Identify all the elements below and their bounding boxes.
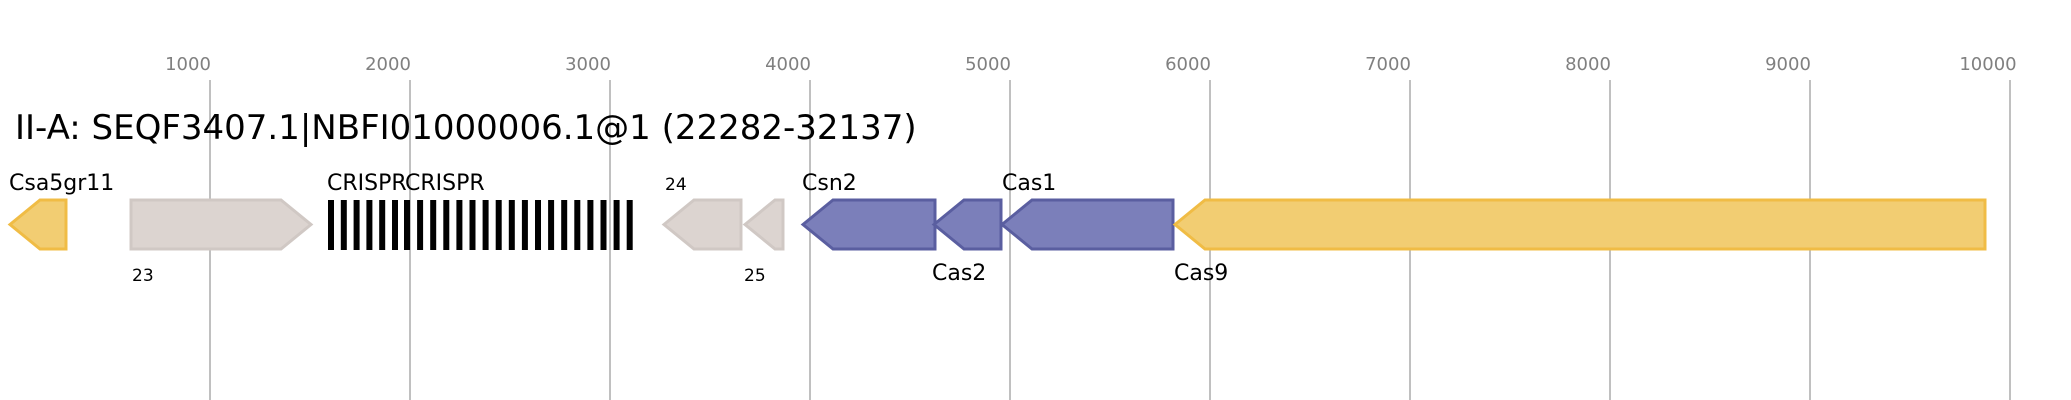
tick-label-10000: 10000 [1959, 54, 2016, 75]
tick-label-9000: 9000 [1765, 54, 1811, 75]
gene-label: 23 [132, 266, 154, 286]
gene-23: 23 [129, 198, 314, 286]
gene-label: Cas1 [1002, 171, 1056, 196]
crispr-repeat [443, 200, 450, 250]
crispr-repeat [548, 200, 555, 250]
tick-label-7000: 7000 [1365, 54, 1411, 75]
crispr-repeat [417, 200, 424, 250]
gene-25: 25 [742, 198, 785, 286]
crispr-repeat [482, 200, 489, 250]
crispr-repeat [561, 200, 568, 250]
crispr-repeat [574, 200, 581, 250]
gene-arrow [129, 198, 314, 251]
tick-label-8000: 8000 [1565, 54, 1611, 75]
crispr-array-label: CRISPR [327, 171, 407, 196]
crispr-repeat [366, 200, 373, 250]
gene-arrow [800, 198, 937, 251]
gene-label: Csn2 [802, 171, 857, 196]
gene-arrow [742, 198, 785, 251]
crispr-repeat [508, 200, 515, 250]
gene-label: Cas9 [1174, 261, 1228, 286]
crispr-repeat [587, 200, 594, 250]
gene-csn2: Csn2 [800, 171, 937, 251]
gene-arrow [999, 198, 1175, 251]
gene-arrow [7, 198, 68, 251]
gene-cas1: Cas1 [999, 171, 1175, 251]
tick-label-6000: 6000 [1165, 54, 1211, 75]
crispr-repeat [328, 200, 334, 250]
gene-label: 25 [744, 266, 766, 286]
crispr-repeat [392, 200, 398, 250]
crispr-repeat [353, 200, 360, 250]
crispr-repeat [456, 200, 463, 250]
gene-label: Cas2 [932, 261, 986, 286]
crispr-repeat [469, 200, 476, 250]
crispr-array-1: CRISPR [327, 171, 407, 250]
crispr-repeat [430, 200, 437, 250]
locus-title: II-A: SEQF3407.1|NBFI01000006.1@1 (22282… [15, 108, 917, 148]
crispr-repeat [613, 200, 620, 250]
tick-label-1000: 1000 [165, 54, 211, 75]
gene-arrow [1172, 198, 1987, 251]
crispr-repeat [600, 200, 607, 250]
tick-label-4000: 4000 [765, 54, 811, 75]
crispr-array-label: CRISPR [405, 171, 485, 196]
gene-cas2: Cas2 [931, 198, 1003, 286]
tick-label-3000: 3000 [565, 54, 611, 75]
gene-24: 24 [661, 175, 743, 251]
crispr-repeat [404, 200, 410, 250]
crispr-repeat [379, 200, 386, 250]
crispr-repeat [535, 200, 541, 250]
gene-label: 24 [665, 175, 687, 195]
gene-arrow [661, 198, 743, 251]
axis-ticks: 1000 2000 3000 4000 5000 6000 7000 8000 9000 1000… [165, 54, 2017, 75]
tick-label-5000: 5000 [965, 54, 1011, 75]
gene-csa5gr11: Csa5gr11 [7, 171, 114, 251]
gene-label: Csa5gr11 [9, 171, 114, 196]
crispr-repeat [495, 200, 502, 250]
tick-label-2000: 2000 [365, 54, 411, 75]
crispr-repeat [626, 200, 633, 250]
crispr-repeat [340, 200, 347, 250]
gene-arrow [931, 198, 1003, 251]
crispr-array-2: CRISPR [404, 171, 633, 250]
gene-cas9: Cas9 [1172, 198, 1987, 286]
crispr-repeat [521, 200, 528, 250]
